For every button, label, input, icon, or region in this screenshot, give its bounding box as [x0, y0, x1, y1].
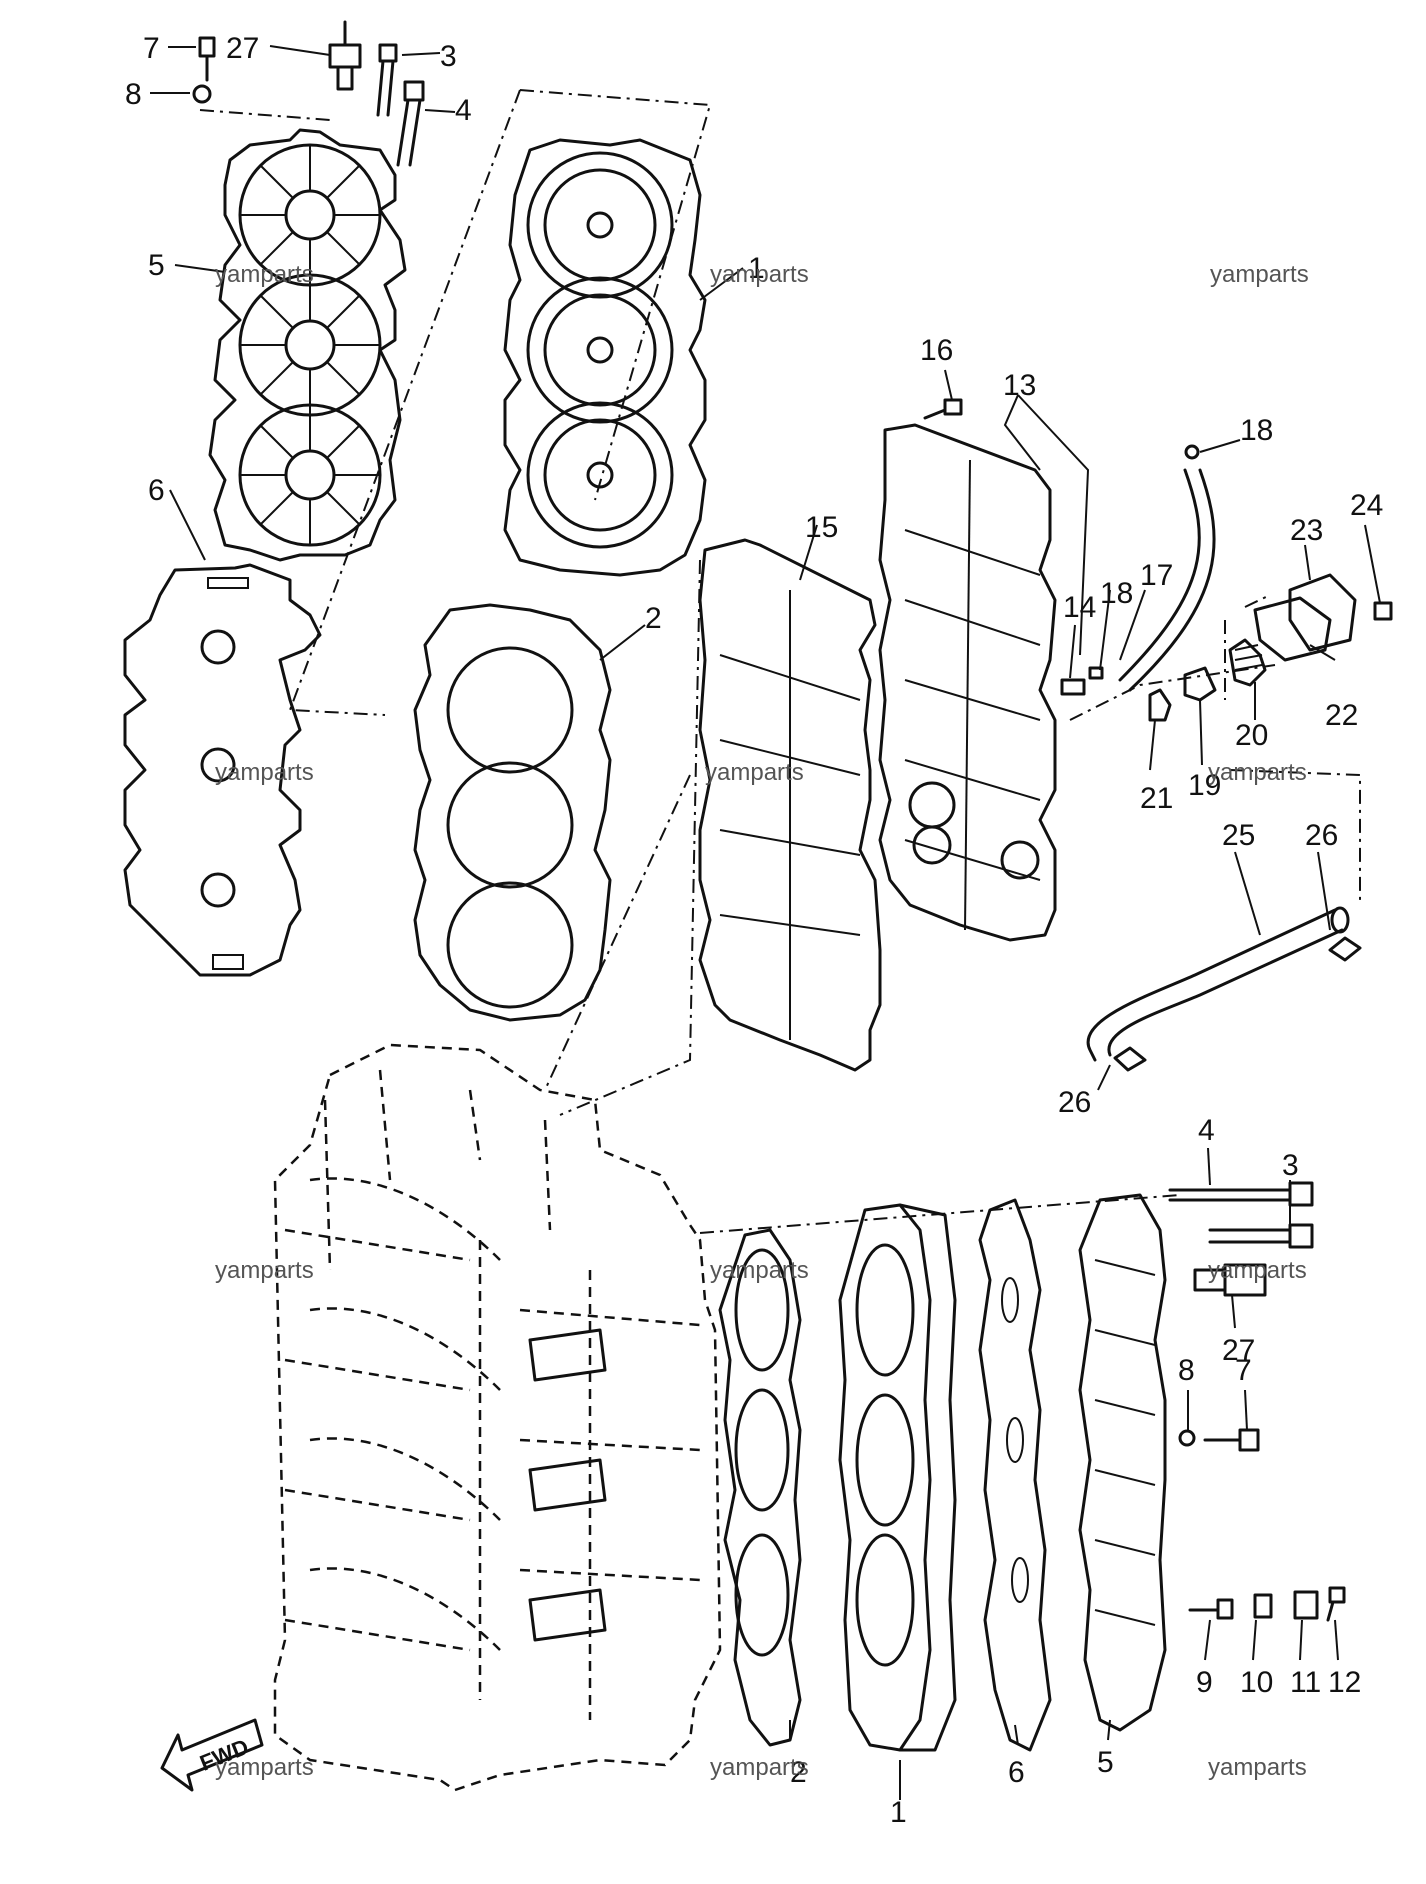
watermark-text: yamparts [215, 1257, 314, 1284]
callout-18-top: 18 [1240, 414, 1273, 447]
bolt-set-bottom [1168, 1181, 1346, 1622]
watermark-text: yamparts [710, 1754, 809, 1781]
callout-7-top: 7 [143, 32, 160, 65]
callout-27-bottom: 27 [1222, 1334, 1255, 1367]
callout-13: 13 [1003, 369, 1036, 402]
callout-20: 20 [1235, 719, 1268, 752]
callout-19: 19 [1188, 769, 1221, 802]
callout-12: 12 [1328, 1666, 1361, 1699]
cylinder-head-side-1 [838, 1203, 957, 1800]
callout-14: 14 [1063, 591, 1096, 624]
thermostat-assembly [1148, 573, 1393, 722]
callout-23: 23 [1290, 514, 1323, 547]
engine-crankcase-block [273, 1043, 722, 1792]
callout-24: 24 [1350, 489, 1383, 522]
callout-16: 16 [920, 334, 953, 367]
watermark-text: yamparts [1208, 1257, 1307, 1284]
callout-2-bottom: 2 [790, 1756, 807, 1789]
exhaust-cover-gasket-15 [698, 538, 882, 1072]
watermark-text: yamparts [215, 1754, 314, 1781]
callout-leaders [150, 45, 1381, 1746]
cylinder-head-1-top [503, 138, 707, 577]
head-cover-side-5 [1078, 1193, 1167, 1732]
watermark-text: yamparts [705, 759, 804, 786]
hose-17-and-fittings [1060, 444, 1216, 696]
callout-26-top: 26 [1305, 819, 1338, 852]
bolt-set-top [192, 20, 425, 167]
watermark-text: yamparts [215, 261, 314, 288]
callout-15: 15 [805, 511, 838, 544]
fwd-arrow [160, 1718, 264, 1792]
callout-6-top: 6 [148, 474, 165, 507]
watermark-text: yamparts [710, 1257, 809, 1284]
hose-25-with-clamps [1086, 906, 1362, 1072]
callout-10: 10 [1240, 1666, 1273, 1699]
callout-6-bottom: 6 [1008, 1756, 1025, 1789]
callout-18-mid: 18 [1100, 577, 1133, 610]
callout-17: 17 [1140, 559, 1173, 592]
cylinder-head-top [208, 128, 407, 562]
watermark-text: yamparts [215, 759, 314, 786]
callout-1-top: 1 [748, 252, 765, 285]
watermark-text: yamparts [710, 261, 809, 288]
callout-1-bottom: 1 [890, 1796, 907, 1829]
callout-11: 11 [1290, 1666, 1321, 1699]
callout-2-top: 2 [645, 602, 662, 635]
watermark-text: yamparts [1208, 759, 1307, 786]
callout-4-bottom: 4 [1198, 1114, 1215, 1147]
callout-27-top: 27 [226, 32, 259, 65]
head-gasket-side-2 [718, 1228, 802, 1747]
callout-5-bottom: 5 [1097, 1746, 1114, 1779]
callout-21: 21 [1140, 782, 1173, 815]
exhaust-outer-cover-13 [878, 423, 1057, 942]
head-cover-gasket-side-6 [978, 1198, 1052, 1752]
callout-8-bottom: 8 [1178, 1354, 1195, 1387]
bolt-16 [923, 398, 963, 420]
watermark-layer: yamparts yamparts yamparts yamparts yamparts… [215, 261, 1309, 1781]
head-gasket-top [413, 603, 612, 1022]
callout-7-bottom: 7 [1235, 1354, 1252, 1387]
callout-4-top: 4 [455, 94, 472, 127]
callout-8-top: 8 [125, 78, 142, 111]
callout-25: 25 [1222, 819, 1255, 852]
callout-26-bottom: 26 [1058, 1086, 1091, 1119]
callout-3-bottom: 3 [1282, 1149, 1299, 1182]
callout-22: 22 [1325, 699, 1358, 732]
callout-9: 9 [1196, 1666, 1213, 1699]
watermark-text: yamparts [1208, 1754, 1307, 1781]
callout-5-top: 5 [148, 249, 165, 282]
watermark-text: yamparts [1210, 261, 1309, 288]
callout-3-top: 3 [440, 40, 457, 73]
